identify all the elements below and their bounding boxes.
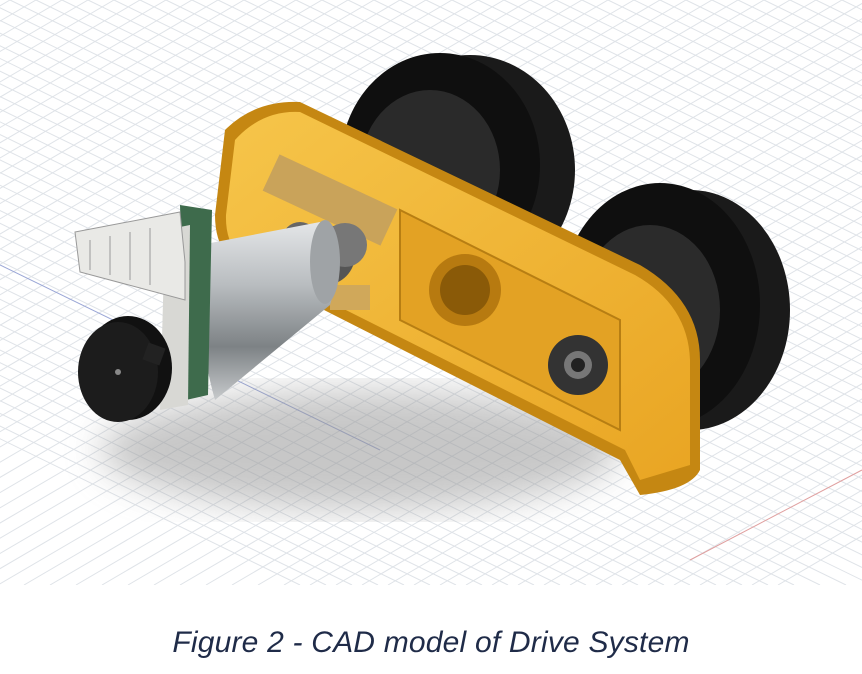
grid-line <box>0 0 375 220</box>
grid-line <box>0 0 193 113</box>
grid-line <box>569 413 862 585</box>
grid-line <box>529 0 862 163</box>
figure-caption: Figure 2 - CAD model of Drive System <box>172 626 690 659</box>
grid-line <box>373 0 862 239</box>
grid-line <box>0 0 245 144</box>
grid-line <box>0 438 301 585</box>
grid-line <box>555 0 862 150</box>
grid-line <box>659 0 862 100</box>
encoder-disc <box>78 316 172 422</box>
shadow <box>100 390 620 510</box>
grid-line <box>0 0 297 174</box>
axis-line-red <box>689 469 862 561</box>
grid-line <box>399 0 862 226</box>
grid-line <box>0 412 353 585</box>
grid-line <box>439 337 862 585</box>
motor <box>199 220 340 400</box>
connector <box>74 211 186 301</box>
grid-line <box>477 0 862 188</box>
grid-line <box>0 425 327 585</box>
grid-line <box>517 383 862 585</box>
grid-line <box>633 0 862 112</box>
grid-line <box>413 322 862 585</box>
grid-line <box>607 0 862 125</box>
grid-line <box>0 0 271 159</box>
cad-render <box>0 0 862 585</box>
grid-line <box>425 0 862 214</box>
grid-line <box>595 428 862 585</box>
grid-line <box>673 474 862 585</box>
grid-line <box>451 0 862 201</box>
grid-line <box>0 0 505 296</box>
grid-line <box>0 0 323 189</box>
grid-line <box>0 0 219 129</box>
grid-line <box>647 459 862 585</box>
grid-line <box>0 0 427 250</box>
grid-line <box>503 0 862 176</box>
grid-line <box>0 0 63 37</box>
grid-line <box>789 0 862 36</box>
grid-line <box>0 0 479 281</box>
grid-line <box>0 0 401 235</box>
grid-line <box>465 352 862 585</box>
grid-line <box>543 398 862 585</box>
grid-line <box>0 0 349 205</box>
grid-line <box>581 0 862 138</box>
grid-line <box>0 0 453 265</box>
grid-line <box>621 444 862 585</box>
